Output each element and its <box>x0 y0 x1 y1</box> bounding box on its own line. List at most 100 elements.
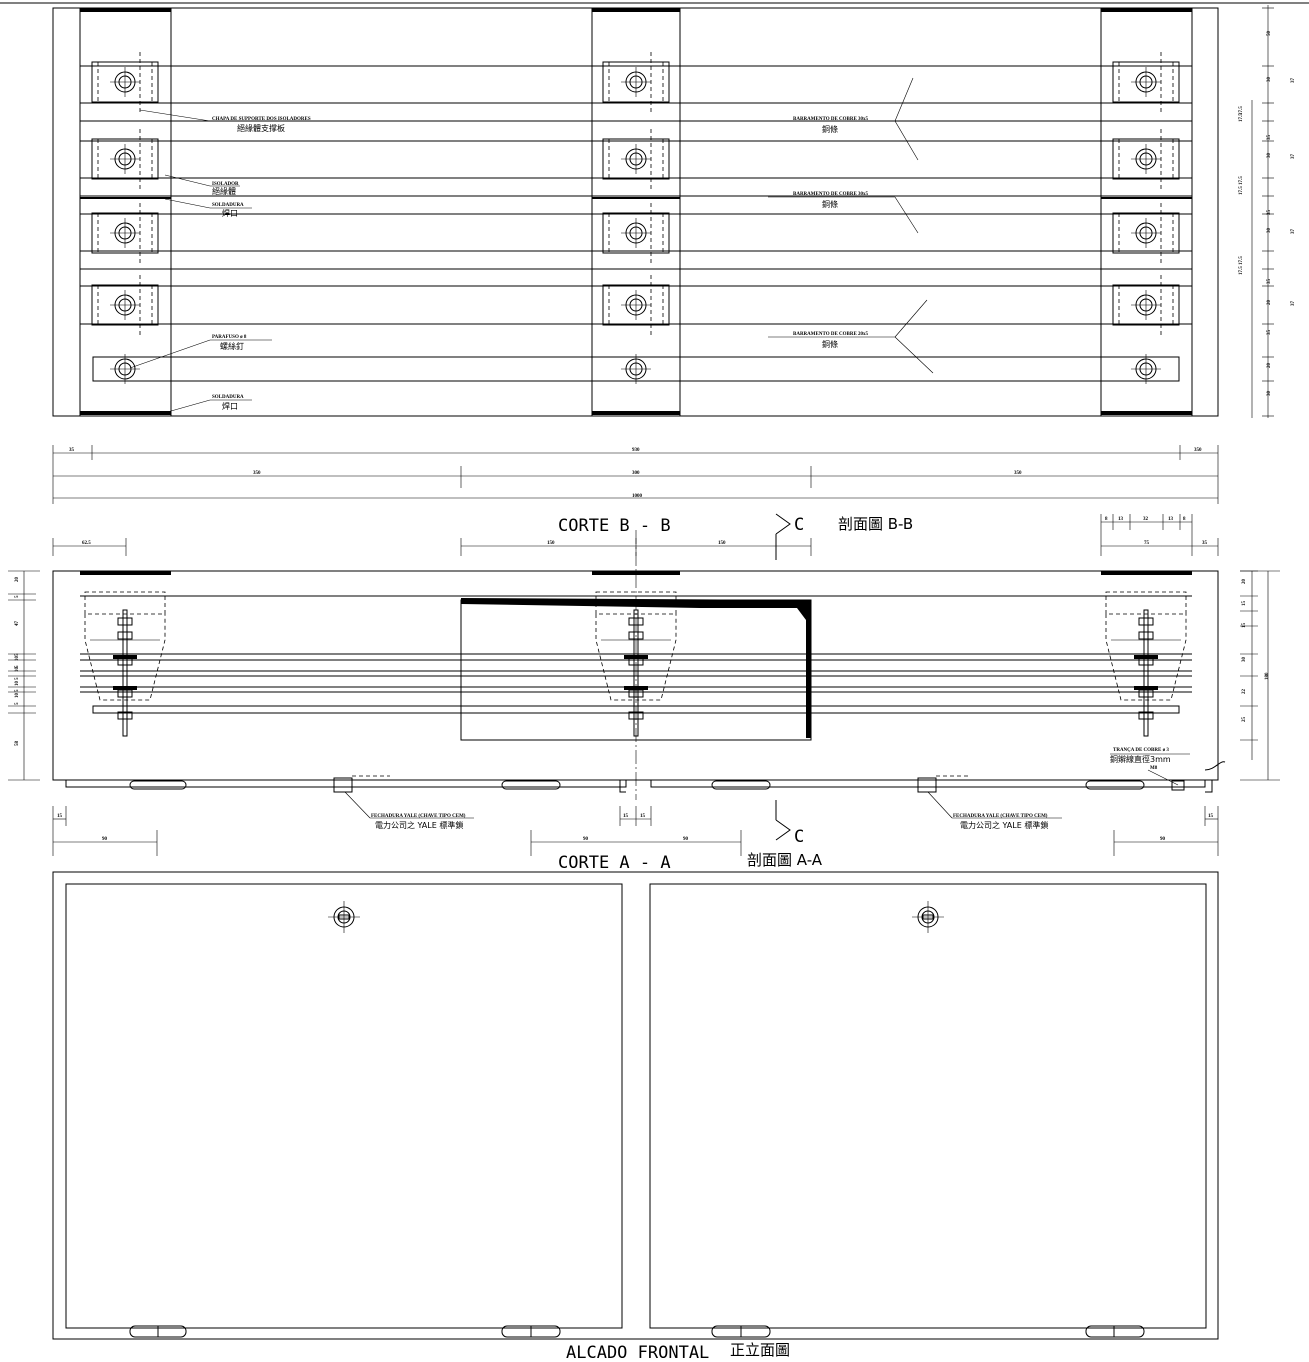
dim-930: 930 <box>632 448 640 453</box>
dim-b90-a: 90 <box>102 837 108 842</box>
dim-150-a: 150 <box>547 541 555 546</box>
dim-13-b: 13 <box>1168 517 1174 522</box>
door-left <box>65 883 623 1329</box>
label-m8: M8 <box>1150 766 1158 771</box>
plan-view <box>52 7 1219 417</box>
cut-mark-lower: C <box>794 827 804 847</box>
label-chapa-cn: 絕緣體支撑板 <box>237 123 285 133</box>
svg-text:5: 5 <box>15 702 20 705</box>
svg-text:30: 30 <box>1267 153 1272 159</box>
svg-text:37: 37 <box>1291 154 1296 160</box>
label-soldadura-cn: 焊口 <box>222 208 238 218</box>
label-soldadura: SOLDADURA <box>212 203 244 208</box>
insulators-plan <box>91 52 1180 384</box>
door-right <box>649 883 1207 1329</box>
svg-text:10: 10 <box>15 693 20 699</box>
dim-8-a: 8 <box>1105 517 1108 522</box>
section-labels: FECHADURA YALE (CHAVE TIPO CEM) 電力公司之 YA… <box>344 748 1190 830</box>
dim-62-5: 62.5 <box>82 541 91 546</box>
dim-75: 75 <box>1144 541 1150 546</box>
section-b-title-cn: 剖面圖 B-B <box>838 515 913 533</box>
svg-text:30: 30 <box>1267 391 1272 397</box>
svg-text:20: 20 <box>1267 300 1272 306</box>
label-fechadura2: FECHADURA YALE (CHAVE TIPO CEM) <box>953 814 1048 819</box>
dim-b90-d: 90 <box>1160 837 1166 842</box>
section-a-title: CORTE A - A <box>558 853 671 873</box>
svg-text:17.5: 17.5 <box>1239 186 1244 195</box>
lock-right <box>912 901 944 933</box>
plan-labels: CHAPA DE SUPPORTE DOS ISOLADORES 絕緣體支撑板 … <box>129 77 934 412</box>
svg-text:58: 58 <box>15 741 20 747</box>
label-barramento2: BARRAMENTO DE COBRE 30x5 <box>793 192 869 197</box>
dim-350-right: 350 <box>1194 448 1202 453</box>
svg-text:17.5: 17.5 <box>1239 256 1244 265</box>
svg-text:5: 5 <box>15 595 20 598</box>
svg-text:5: 5 <box>15 677 20 680</box>
label-parafuso-cn: 螺絲釘 <box>220 341 244 351</box>
svg-text:10: 10 <box>15 681 20 687</box>
svg-text:47: 47 <box>15 621 20 627</box>
svg-text:17.5: 17.5 <box>1239 176 1244 185</box>
lock-left <box>328 901 360 933</box>
svg-text:25: 25 <box>1242 717 1247 723</box>
dim-b15-b: 15 <box>623 814 629 819</box>
dim-b15-a: 15 <box>57 814 63 819</box>
busbars-plan <box>80 65 1192 382</box>
label-barramento3-cn: 銅條 <box>822 339 838 349</box>
svg-text:10: 10 <box>15 667 20 673</box>
svg-text:20: 20 <box>1267 363 1272 369</box>
section-view <box>52 530 1226 800</box>
dim-1000: 1000 <box>632 494 643 499</box>
label-soldadura2-cn: 焊口 <box>222 401 238 411</box>
label-barramento3: BARRAMENTO DE COBRE 20x5 <box>793 332 869 337</box>
svg-text:35: 35 <box>1267 279 1272 285</box>
dim-150-b: 150 <box>718 541 726 546</box>
svg-text:20: 20 <box>1242 579 1247 585</box>
dim-b15-c: 15 <box>640 814 646 819</box>
label-tranca-cn: 銅辮線直徑3mm <box>1110 754 1171 764</box>
plan-dims: 35 930 350 350 300 350 1000 <box>52 445 1219 504</box>
svg-text:50: 50 <box>1267 31 1272 37</box>
svg-text:20: 20 <box>15 577 20 583</box>
dim-300: 300 <box>632 471 640 476</box>
svg-text:30: 30 <box>1242 657 1247 663</box>
svg-text:5: 5 <box>15 689 20 692</box>
label-soldadura2: SOLDADURA <box>212 395 244 400</box>
support-left <box>79 7 172 417</box>
svg-text:5: 5 <box>15 665 20 668</box>
section-b-dims: 62.5 150 150 8 13 32 13 8 75 35 <box>52 514 1219 556</box>
dim-b15-d: 15 <box>1208 814 1214 819</box>
svg-text:180: 180 <box>1265 672 1270 680</box>
label-fechadura1: FECHADURA YALE (CHAVE TIPO CEM) <box>371 814 466 819</box>
dim-8-b: 8 <box>1183 517 1186 522</box>
front-title-cn: 正立面圖 <box>730 1341 790 1359</box>
svg-text:35: 35 <box>1267 210 1272 216</box>
svg-text:17.5: 17.5 <box>1239 106 1244 115</box>
label-barramento1: BARRAMENTO DE COBRE 30x5 <box>793 117 869 122</box>
svg-text:15: 15 <box>1242 623 1247 629</box>
section-a-title-cn: 剖面圖 A-A <box>747 851 823 869</box>
label-barramento2-cn: 銅條 <box>822 199 838 209</box>
svg-text:5: 5 <box>15 653 20 656</box>
label-isolador-cn: 絕緣體 <box>212 186 236 196</box>
svg-text:30: 30 <box>1267 77 1272 83</box>
svg-text:15: 15 <box>1242 601 1247 607</box>
front-title: ALCADO FRONTAL <box>566 1343 709 1362</box>
label-isolador: ISOLADOR <box>212 182 239 187</box>
dim-b90-c: 90 <box>683 837 689 842</box>
label-parafuso: PARAFUSO ø 8 <box>212 335 247 340</box>
svg-text:17.5: 17.5 <box>1239 113 1244 122</box>
front-frame <box>52 871 1219 1340</box>
label-fechadura2-cn: 電力公司之 YALE 標準鎖 <box>960 820 1048 830</box>
dim-13-a: 13 <box>1118 517 1124 522</box>
label-barramento1-cn: 銅條 <box>822 124 838 134</box>
svg-text:35: 35 <box>1267 330 1272 336</box>
dim-35-top: 35 <box>69 448 75 453</box>
dim-350-b: 350 <box>1014 471 1022 476</box>
label-tranca: TRANÇA DE COBRE ø 3 <box>1113 748 1169 753</box>
dim-350-a: 350 <box>253 471 261 476</box>
svg-text:10: 10 <box>15 656 20 662</box>
